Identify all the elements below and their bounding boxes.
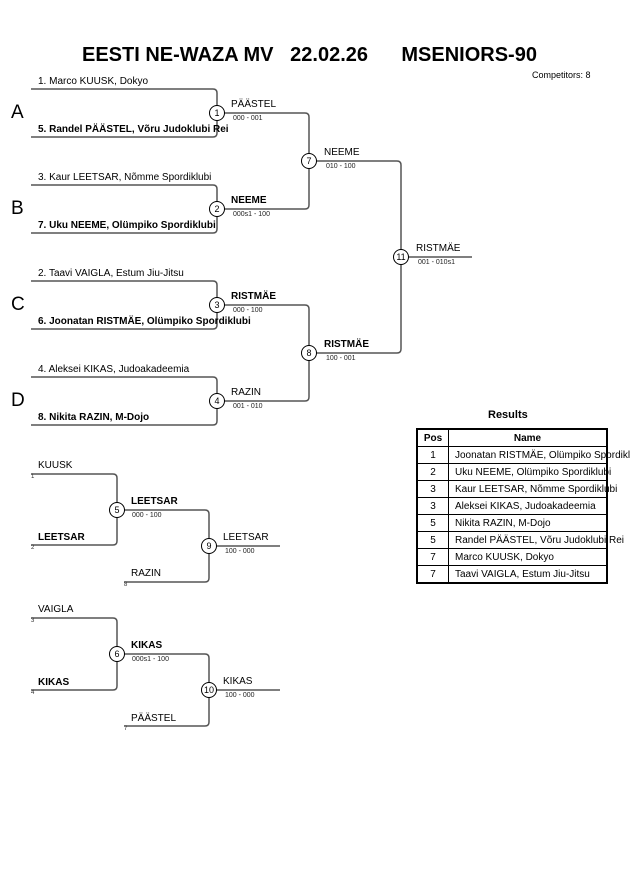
match-score: 000 - 100 (233, 307, 263, 314)
position: 5 (416, 514, 449, 532)
position: 1 (416, 446, 449, 464)
match-score: 100 - 000 (225, 548, 255, 555)
position: 3 (416, 497, 449, 515)
position: 3 (416, 480, 449, 498)
match-winner: NEEME (324, 147, 360, 158)
match-number: 6 (109, 646, 125, 662)
repechage-entry: VAIGLA (38, 604, 74, 615)
seed-number: 7 (124, 726, 128, 732)
final-score: 001 - 010s1 (418, 259, 455, 266)
seed-number: 3 (31, 618, 35, 624)
competitor-name: Randel PÄÄSTEL, Võru Judoklubi Rei (448, 531, 624, 549)
match-number: 5 (109, 502, 125, 518)
match-score: 010 - 100 (326, 163, 356, 170)
match-number: 3 (209, 297, 225, 313)
position: 7 (416, 548, 449, 566)
column-header-name: Name (448, 428, 608, 447)
competitor-entry: 6. Joonatan RISTMÄE, Olümpiko Spordiklub… (38, 316, 251, 327)
position: 5 (416, 531, 449, 549)
match-number: 10 (201, 682, 217, 698)
line-m7-out (316, 160, 402, 354)
results-title: Results (488, 409, 528, 421)
competitor-name: Taavi VAIGLA, Estum Jiu-Jitsu (448, 565, 608, 584)
page-title: EESTI NE-WAZA MV 22.02.26 MSENIORS-90 (82, 44, 537, 67)
match-number: 9 (201, 538, 217, 554)
match-score: 000 - 001 (233, 115, 263, 122)
match-score: 000s1 - 100 (132, 656, 169, 663)
pool-label-a: A (11, 102, 24, 123)
event-date: 22.02.26 (290, 44, 369, 66)
match-number: 4 (209, 393, 225, 409)
competitor-entry: 4. Aleksei KIKAS, Judoakadeemia (38, 364, 190, 375)
competitor-name: Uku NEEME, Olümpiko Spordiklubi (448, 463, 611, 481)
repechage-entry: KIKAS (38, 677, 70, 688)
match-winner: RAZIN (231, 387, 261, 398)
position: 7 (416, 565, 449, 584)
match-winner: RISTMÄE (324, 339, 369, 350)
results-header-row: Pos Name (416, 428, 608, 447)
competitor-entry: 3. Kaur LEETSAR, Nõmme Spordiklubi (38, 172, 212, 183)
competitor-name: Nikita RAZIN, M-Dojo (448, 514, 608, 532)
position: 2 (416, 463, 449, 481)
competitor-entry: 2. Taavi VAIGLA, Estum Jiu-Jitsu (38, 268, 184, 279)
match-number: 8 (301, 345, 317, 361)
match-score: 100 - 001 (326, 355, 356, 362)
competitors-count: Competitors: 8 (532, 70, 591, 80)
repechage-entry: RAZIN (131, 568, 161, 579)
repechage-entry: KUUSK (38, 460, 73, 471)
final-winner: RISTMÄE (416, 243, 461, 254)
seed-number: 4 (31, 690, 35, 696)
competitor-name: Marco KUUSK, Dokyo (448, 548, 608, 566)
match-number: 1 (209, 105, 225, 121)
match-score: 000s1 - 100 (233, 211, 270, 218)
repechage-entry: LEETSAR (38, 532, 85, 543)
match-winner: KIKAS (131, 640, 163, 651)
match-number: 7 (301, 153, 317, 169)
competitor-entry: 5. Randel PÄÄSTEL, Võru Judoklubi Rei (38, 124, 229, 135)
event-name: EESTI NE-WAZA MV (82, 44, 274, 66)
match-winner: PÄÄSTEL (231, 99, 277, 110)
match-winner: NEEME (231, 195, 267, 206)
match-winner: RISTMÄE (231, 291, 276, 302)
competitor-name: Aleksei KIKAS, Judoakadeemia (448, 497, 608, 515)
competitor-entry: 1. Marco KUUSK, Dokyo (38, 76, 149, 87)
column-header-pos: Pos (416, 428, 449, 447)
match-score: 000 - 100 (132, 512, 162, 519)
competitor-entry: 8. Nikita RAZIN, M-Dojo (38, 412, 150, 423)
pool-label-d: D (11, 390, 25, 411)
bronze-winner: KIKAS (223, 676, 253, 687)
match-winner: LEETSAR (131, 496, 178, 507)
category: MSENIORS-90 (401, 44, 537, 66)
competitor-entry: 7. Uku NEEME, Olümpiko Spordiklubi (38, 220, 216, 231)
seed-number: 2 (31, 545, 35, 551)
pool-label-c: C (11, 294, 25, 315)
match-score: 001 - 010 (233, 403, 263, 410)
seed-number: 8 (124, 582, 128, 588)
competitor-name: Joonatan RISTMÄE, Olümpiko Spordiklubi (448, 446, 630, 464)
competitor-name: Kaur LEETSAR, Nõmme Spordiklubi (448, 480, 617, 498)
repechage-entry: PÄÄSTEL (131, 713, 177, 724)
pool-label-b: B (11, 198, 24, 219)
seed-number: 1 (31, 474, 35, 480)
match-number: 2 (209, 201, 225, 217)
match-number: 11 (393, 249, 409, 265)
match-score: 100 - 000 (225, 692, 255, 699)
bronze-winner: LEETSAR (223, 532, 269, 543)
